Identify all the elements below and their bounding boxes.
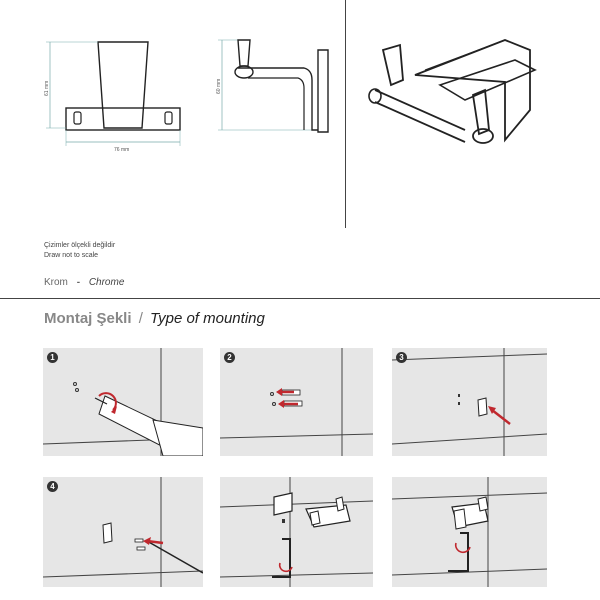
material-english: Chrome [88, 277, 125, 288]
horizontal-divider [0, 298, 600, 299]
isometric-view-drawing [368, 39, 537, 144]
step-number-badge: 1 [47, 352, 58, 363]
drill-illustration [43, 348, 203, 456]
mounting-title-slash: / [138, 310, 143, 327]
step-4-panel: 4 [43, 477, 203, 587]
step-number-badge: 2 [224, 352, 235, 363]
hook-attach-illustration [220, 477, 373, 587]
screw-illustration [43, 477, 203, 587]
material-label: Krom - Chrome [44, 277, 124, 288]
drawing-notes: Çizimler ölçekli değildir Draw not to sc… [44, 241, 115, 261]
hook-tighten-illustration [392, 477, 547, 587]
mounting-heading: Montaj Şekli / Type of mounting [44, 310, 265, 327]
step-1-panel: 1 [43, 348, 203, 456]
step-number-badge: 4 [47, 481, 58, 492]
side-view-drawing: 60 mm [216, 39, 329, 133]
height-dimension-label: 61 mm [44, 81, 50, 96]
width-dimension-label: 76 mm [114, 147, 129, 153]
mounting-title-english: Type of mounting [150, 310, 265, 327]
step-2-panel: 2 [220, 348, 373, 456]
step-3-panel: 3 [392, 348, 547, 456]
material-separator: - [76, 277, 81, 288]
vertical-divider [345, 0, 346, 228]
material-turkish: Krom [44, 277, 68, 288]
side-height-dimension-label: 60 mm [216, 79, 222, 94]
dowel-illustration [220, 348, 373, 456]
step-number-badge: 3 [396, 352, 407, 363]
step-5-panel [220, 477, 373, 587]
insert-illustration [392, 348, 547, 456]
mounting-title-turkish: Montaj Şekli [44, 310, 132, 327]
front-view-drawing: 61 mm 76 mm [44, 41, 181, 153]
note-english: Draw not to scale [44, 252, 99, 259]
step-6-panel [392, 477, 547, 587]
note-turkish: Çizimler ölçekli değildir [44, 242, 116, 249]
